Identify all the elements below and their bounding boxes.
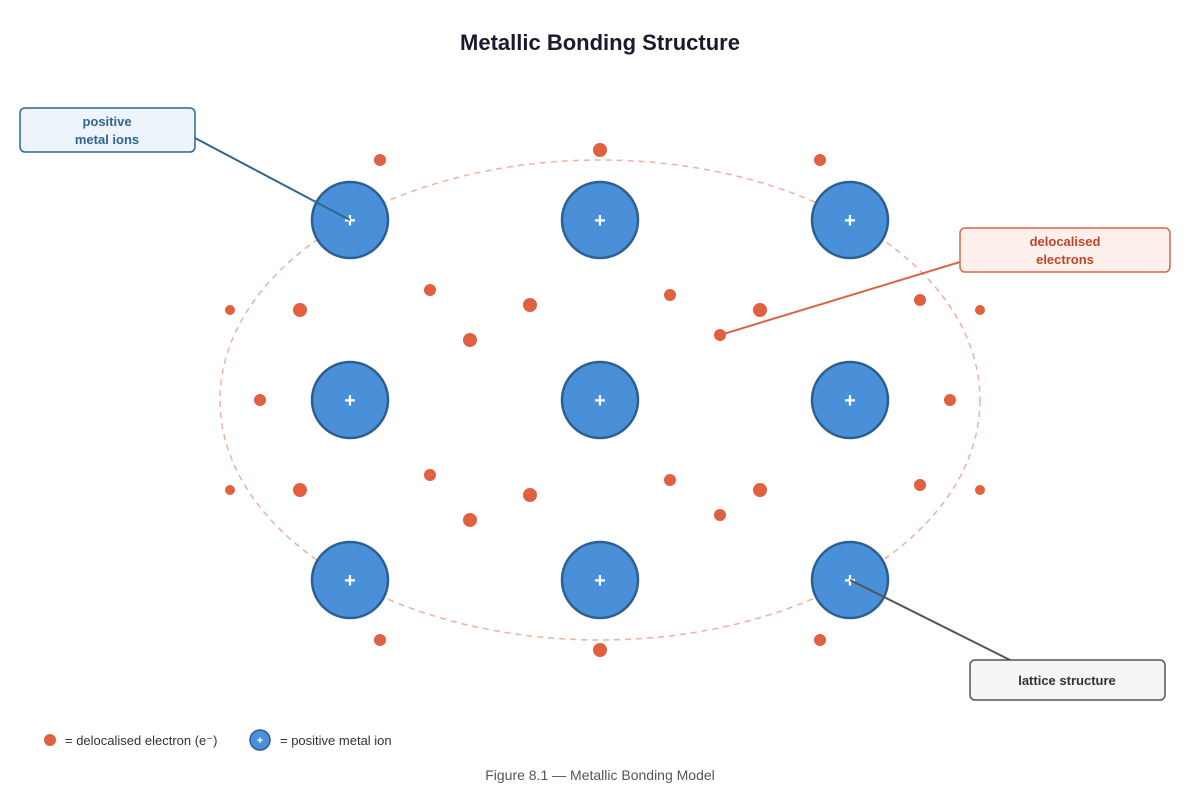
- delocalised-electron: [293, 303, 307, 317]
- delocalised-electrons-callout-line1: delocalised: [1030, 234, 1101, 249]
- legend-ion-swatch: [249, 729, 271, 751]
- delocalised-electron: [463, 513, 477, 527]
- metal-ion-charge: +: [344, 570, 356, 592]
- delocalised-electron: [225, 485, 235, 495]
- metal-ion: +: [310, 540, 390, 620]
- delocalised-electron: [753, 483, 767, 497]
- metal-ion: +: [560, 180, 640, 260]
- lattice-structure-callout-box: [969, 659, 1166, 701]
- positive-ions-callout-line2: metal ions: [75, 132, 139, 147]
- lattice-leader-line: [849, 579, 1013, 662]
- metal-ion: +: [560, 360, 640, 440]
- metal-ions-group: +++++++++: [310, 180, 890, 620]
- delocalised-electron: [523, 488, 537, 502]
- delocalised-electron: [593, 143, 607, 157]
- delocalised-electron: [753, 303, 767, 317]
- delocalised-electron: [293, 483, 307, 497]
- metal-ion-charge: +: [594, 570, 606, 592]
- delocalised-electron: [664, 474, 676, 486]
- metal-ion: +: [310, 360, 390, 440]
- metal-ion-circle: [560, 180, 640, 260]
- delocalised-electron: [374, 634, 386, 646]
- delocalised-electron: [225, 305, 235, 315]
- delocalised-electron: [914, 479, 926, 491]
- positive-ions-leader-line: [194, 137, 351, 221]
- legend: = delocalised electron (e⁻) + = positive…: [44, 729, 392, 751]
- metal-ion-charge: +: [344, 210, 356, 232]
- delocalised-electron: [593, 643, 607, 657]
- metal-ion-circle: [810, 360, 890, 440]
- delocalised-electron: [944, 394, 956, 406]
- metal-ion: +: [810, 360, 890, 440]
- metal-ion-charge: +: [594, 390, 606, 412]
- delocalised-electron: [814, 154, 826, 166]
- lattice-structure-callout: lattice structure: [969, 659, 1166, 701]
- metal-ion-charge: +: [844, 390, 856, 412]
- delocalised-electrons-group: [225, 143, 985, 657]
- delocalised-electron: [714, 509, 726, 521]
- delocalised-electrons-callout-line2: electrons: [1036, 252, 1094, 267]
- positive-ions-callout: positive metal ions: [19, 107, 196, 153]
- metal-ion-circle: [310, 360, 390, 440]
- metal-ion-circle: [560, 360, 640, 440]
- metal-ion: +: [810, 180, 890, 260]
- delocalised-electron: [254, 394, 266, 406]
- delocalised-electrons-leader-line: [719, 261, 961, 336]
- legend-ion-label: = positive metal ion: [280, 733, 392, 748]
- delocalised-electron: [975, 485, 985, 495]
- legend-electron-swatch: [44, 734, 56, 746]
- delocalised-electrons-callout-box: [959, 227, 1171, 273]
- delocalised-electron: [523, 298, 537, 312]
- delocalised-electron: [424, 284, 436, 296]
- metal-ion-circle: [310, 540, 390, 620]
- diagram-title: Metallic Bonding Structure: [460, 30, 740, 55]
- metal-ion-charge: +: [844, 210, 856, 232]
- delocalised-electron: [914, 294, 926, 306]
- electron-sea-boundary: [219, 159, 981, 641]
- metal-ion-charge: +: [594, 210, 606, 232]
- delocalised-electron: [664, 289, 676, 301]
- metal-ion: +: [560, 540, 640, 620]
- delocalised-electron: [424, 469, 436, 481]
- metal-ion-charge: +: [344, 390, 356, 412]
- delocalised-electron: [975, 305, 985, 315]
- delocalised-electron: [374, 154, 386, 166]
- delocalised-electron: [814, 634, 826, 646]
- legend-electron-label: = delocalised electron (e⁻): [65, 733, 217, 748]
- metal-ion-circle: [560, 540, 640, 620]
- legend-ion-symbol: +: [257, 735, 263, 747]
- delocalised-electron: [463, 333, 477, 347]
- metal-ion-circle: [810, 180, 890, 260]
- lattice-structure-callout-label: lattice structure: [1018, 673, 1116, 688]
- delocalised-electrons-callout: delocalised electrons: [959, 227, 1171, 273]
- positive-ions-callout-box: [19, 107, 196, 153]
- figure-caption: Figure 8.1 — Metallic Bonding Model: [485, 767, 715, 783]
- positive-ions-callout-line1: positive: [82, 114, 131, 129]
